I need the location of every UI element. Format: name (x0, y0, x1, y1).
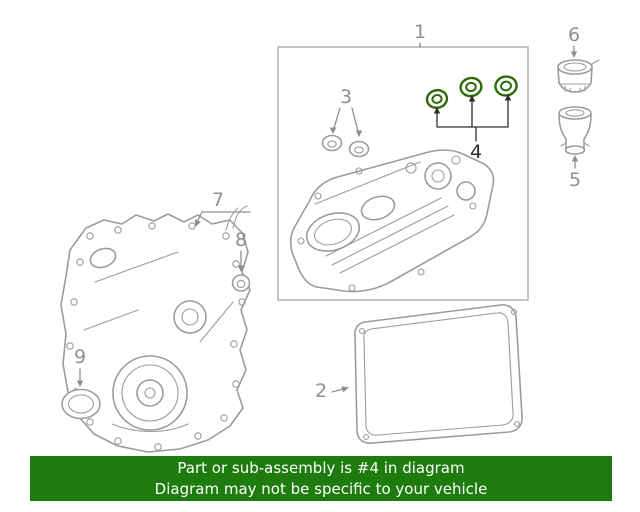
callout-7: 7 (195, 189, 251, 227)
callout-4: 4 (433, 94, 512, 163)
callout-1: 1 (414, 21, 426, 48)
callout-2: 2 (315, 380, 349, 402)
valve-cover-drawing (290, 149, 495, 293)
callout-3-label: 3 (340, 86, 352, 108)
oil-filler-neck-drawing (558, 106, 592, 155)
front-seal-drawing (61, 388, 101, 420)
assembly-box-outline (277, 46, 529, 301)
callout-4-label: 4 (470, 141, 482, 163)
notice-banner: Part or sub-assembly is #4 in diagram Di… (30, 456, 612, 501)
callout-8-label: 8 (235, 229, 247, 251)
callout-2-label: 2 (315, 380, 327, 402)
banner-line-2: Diagram may not be specific to your vehi… (154, 479, 488, 498)
washer-seals-drawing (321, 134, 370, 158)
small-seal-drawing (231, 274, 251, 292)
callout-3: 3 (329, 86, 363, 137)
callout-9: 9 (74, 346, 86, 387)
callout-9-label: 9 (74, 346, 86, 368)
callout-6: 6 (568, 24, 580, 58)
gasket-drawing (354, 304, 523, 444)
callout-5: 5 (569, 155, 581, 191)
callout-7-label: 7 (212, 189, 224, 211)
highlighted-grommets-drawing (425, 75, 518, 110)
callout-1-label: 1 (414, 21, 426, 43)
callout-8: 8 (235, 229, 247, 272)
callout-6-label: 6 (568, 24, 580, 46)
oil-filler-cap-drawing (557, 59, 600, 93)
banner-line-1: Part or sub-assembly is #4 in diagram (177, 459, 465, 478)
callout-5-label: 5 (569, 169, 581, 191)
timing-cover-drawing (60, 205, 251, 453)
